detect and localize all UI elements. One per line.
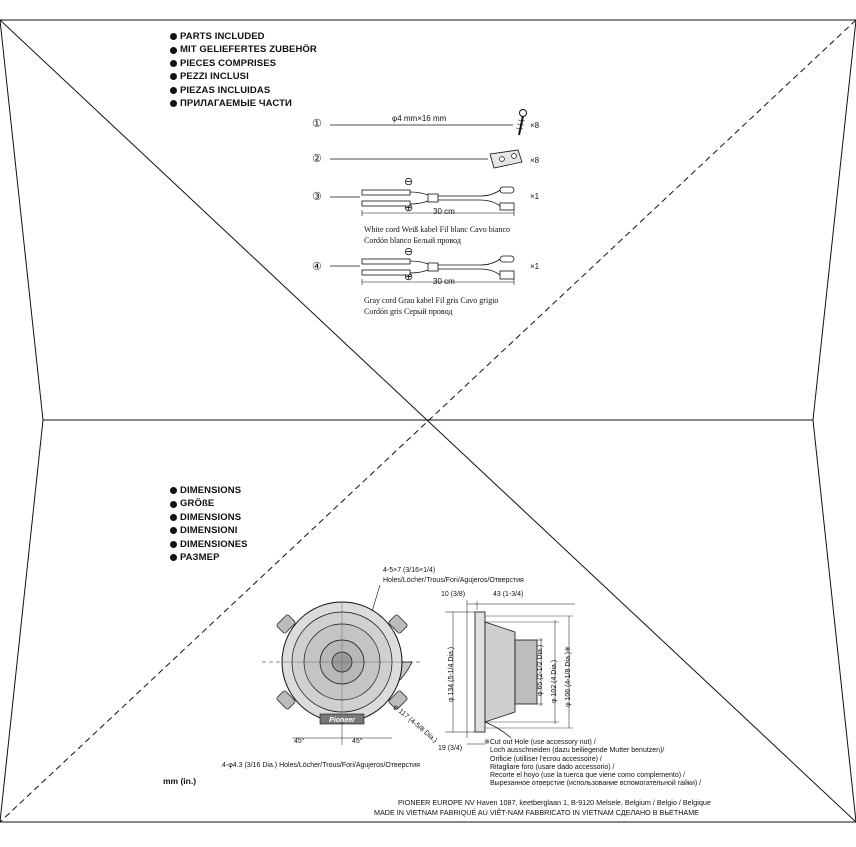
heading-row: PIEZAS INCLUIDAS [170,84,317,97]
heading-row: PIECES COMPRISES [170,57,317,70]
heading-text: ПРИЛАГАЕМЫЕ ЧАСТИ [180,98,292,110]
cord-caption: White cord Weiß kabel Fil blanc Cavo bia… [364,225,511,234]
parts-headings: PARTS INCLUDED MIT GELIEFERTES ZUBEHÖR P… [170,30,317,110]
speaker-side-view [445,600,575,745]
cutout-note: Orificie (utilliser l'ecrou accessoire) … [490,755,602,763]
heading-row: DIMENSIONS [170,484,248,497]
heading-text: PARTS INCLUDED [180,31,265,42]
plus-symbol: ⊕ [404,202,414,214]
dimensions-headings: DIMENSIONS GRÖßE DIMENSIONS DIMENSIONI D… [170,484,248,564]
cord-length-label: 30 cm [433,207,455,216]
quantity-label: ×8 [530,156,540,165]
heading-text: GRÖßE [180,498,215,510]
angle-label: 45° [352,738,363,745]
angle-label: 45° [294,738,305,745]
bracket-drawing [330,149,523,169]
heading-text: DIMENSIONS [180,485,242,496]
heading-text: DIMENSIONES [180,538,248,550]
part-number: ③ [312,191,322,203]
speaker-front-view: Pioneer [262,584,422,745]
heading-text: DIMENSIONS [180,511,242,523]
part-number: ① [312,118,322,130]
heading-text: РАЗМЕР [180,552,220,564]
heading-row: PARTS INCLUDED [170,30,317,43]
side-dim-label: 10 (3/8) [441,591,466,598]
part-number: ② [312,153,322,165]
quantity-label: ×1 [530,262,540,271]
screw-size-label: φ4 mm×16 mm [392,114,447,123]
side-dim-label: 43 (1-3/4) [493,591,524,598]
cutout-note: Recorte el hoyo (use la tuerca que viene… [490,772,685,780]
cutout-note: ※Cut out Hole (use accessory nut) / [484,739,596,746]
quantity-label: ×1 [530,192,540,201]
heading-row: DIMENSIONI [170,524,248,537]
part-number: ④ [312,261,322,273]
heading-text: PEZZI INCLUSI [180,71,249,83]
plus-symbol: ⊕ [404,271,414,283]
heading-row: MIT GELIEFERTES ZUBEHÖR [170,43,317,56]
cutout-notes: ※Cut out Hole (use accessory nut) / Loch… [484,739,701,789]
heading-text: DIMENSIONI [180,525,238,537]
footer-origin: MADE IN VIETNAM FABRIQUÉ AU VIÊT-NAM FAB… [374,808,699,817]
cord-caption: Cordón blanco Белый провод [364,236,461,245]
side-height-label: φ 65 (2-1/2 Dia.) [537,644,544,696]
heading-row: DIMENSIONS [170,511,248,524]
minus-symbol: ⊖ [404,246,414,258]
heading-row: DIMENSIONES [170,538,248,551]
cord-length-label: 30 cm [433,277,455,286]
gray-cord-drawing [330,255,515,285]
side-height-label: φ 134 (5-1/4 Dia.) [448,646,455,702]
heading-text: PIECES COMPRISES [180,57,277,69]
heading-text: MIT GELIEFERTES ZUBEHÖR [180,44,317,56]
footer-address: PIONEER EUROPE NV Haven 1087, keetbergla… [398,798,711,807]
cord-caption: Gray cord Grau kabel Fil gris Cavo grigi… [364,296,499,305]
brand-logo: Pioneer [329,717,356,724]
side-height-label: φ 102 (4 Dia.) [551,659,558,703]
minus-symbol: ⊖ [404,176,414,188]
cutout-note: Loch ausschneiden (dazu beiliegende Mutt… [490,747,665,755]
heading-row: ПРИЛАГАЕМЫЕ ЧАСТИ [170,97,317,110]
white-cord-drawing [330,186,515,216]
cutout-note: Вырезанное отверстие (использование вспо… [490,780,702,788]
unit-label: mm (in.) [163,776,197,786]
holes-label: Holes/Löcher/Trous/Fori/Agujeros/Отверст… [383,577,524,584]
side-height-label: φ 106 (4-1/8 Dia.)※ [565,646,572,707]
heading-text: PIEZAS INCLUIDAS [180,84,271,96]
heading-row: GRÖßE [170,497,248,510]
holes-size-label: 4-5×7 (3/16×1/4) [383,567,436,574]
cutout-note: Ritagliare foro (usare dado accessorio) … [490,763,615,771]
heading-row: PEZZI INCLUSI [170,70,317,83]
heading-row: РАЗМЕР [170,551,248,564]
cord-caption: Cordón gris Серый провод [364,307,453,316]
screw-drawing [330,109,527,136]
bottom-holes-label: 4-φ4.3 (3/16 Dia.) Holes/Löcher/Trous/Fo… [222,762,420,769]
side-depth-label: 19 (3/4) [438,745,463,752]
quantity-label: ×8 [530,121,540,130]
